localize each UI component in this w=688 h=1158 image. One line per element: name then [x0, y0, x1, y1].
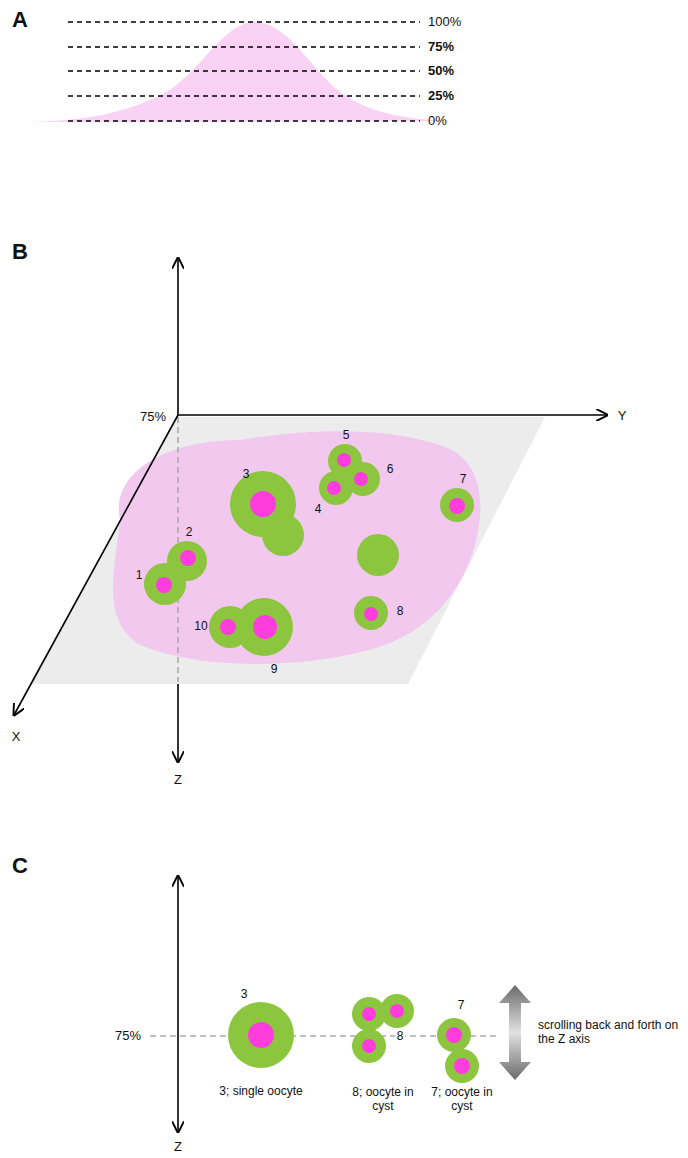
percent-label: 100% — [428, 15, 461, 30]
scroll-arrow — [499, 985, 531, 1080]
axis-label: Z — [174, 773, 182, 788]
callout-number: 3 — [243, 468, 250, 482]
callout-number: 9 — [271, 663, 278, 677]
callout-number: 4 — [315, 503, 322, 517]
percent-label: 75% — [115, 1029, 141, 1044]
callout-number: 10 — [194, 620, 207, 634]
callout-number: 5 — [343, 429, 350, 443]
panel-letter: B — [12, 239, 28, 264]
callout-number: 8 — [395, 1030, 406, 1044]
callout-number: 3 — [241, 988, 248, 1002]
callout-number: 7 — [460, 473, 467, 487]
oocytes — [144, 444, 474, 656]
percent-label: 0% — [428, 114, 447, 129]
callout-number: 7 — [458, 999, 465, 1013]
z-axis — [150, 876, 500, 1132]
percent-label: 75% — [140, 410, 166, 425]
percent-label: 50% — [428, 64, 454, 79]
caption: 8; oocyte in cyst — [350, 1086, 416, 1114]
callout-number: 2 — [186, 526, 193, 540]
percent-label: 75% — [428, 40, 454, 55]
callout-number: 8 — [397, 605, 404, 619]
callout-number: 6 — [387, 463, 394, 477]
axis-label: X — [12, 730, 21, 745]
axis-label: Y — [618, 409, 627, 424]
panel-letter: A — [12, 7, 28, 32]
caption: scrolling back and forth on the Z axis — [538, 1019, 680, 1047]
caption: 3; single oocyte — [219, 1085, 302, 1099]
percent-label: 25% — [428, 89, 454, 104]
panel-letter: C — [12, 853, 28, 878]
section-plane — [30, 417, 545, 684]
intensity-profile — [25, 22, 450, 122]
oocyte-profiles — [228, 994, 479, 1083]
axes — [14, 258, 607, 762]
axis-label: Z — [174, 1140, 182, 1155]
callout-number: 1 — [136, 569, 143, 583]
caption: 7; oocyte in cyst — [429, 1086, 495, 1114]
